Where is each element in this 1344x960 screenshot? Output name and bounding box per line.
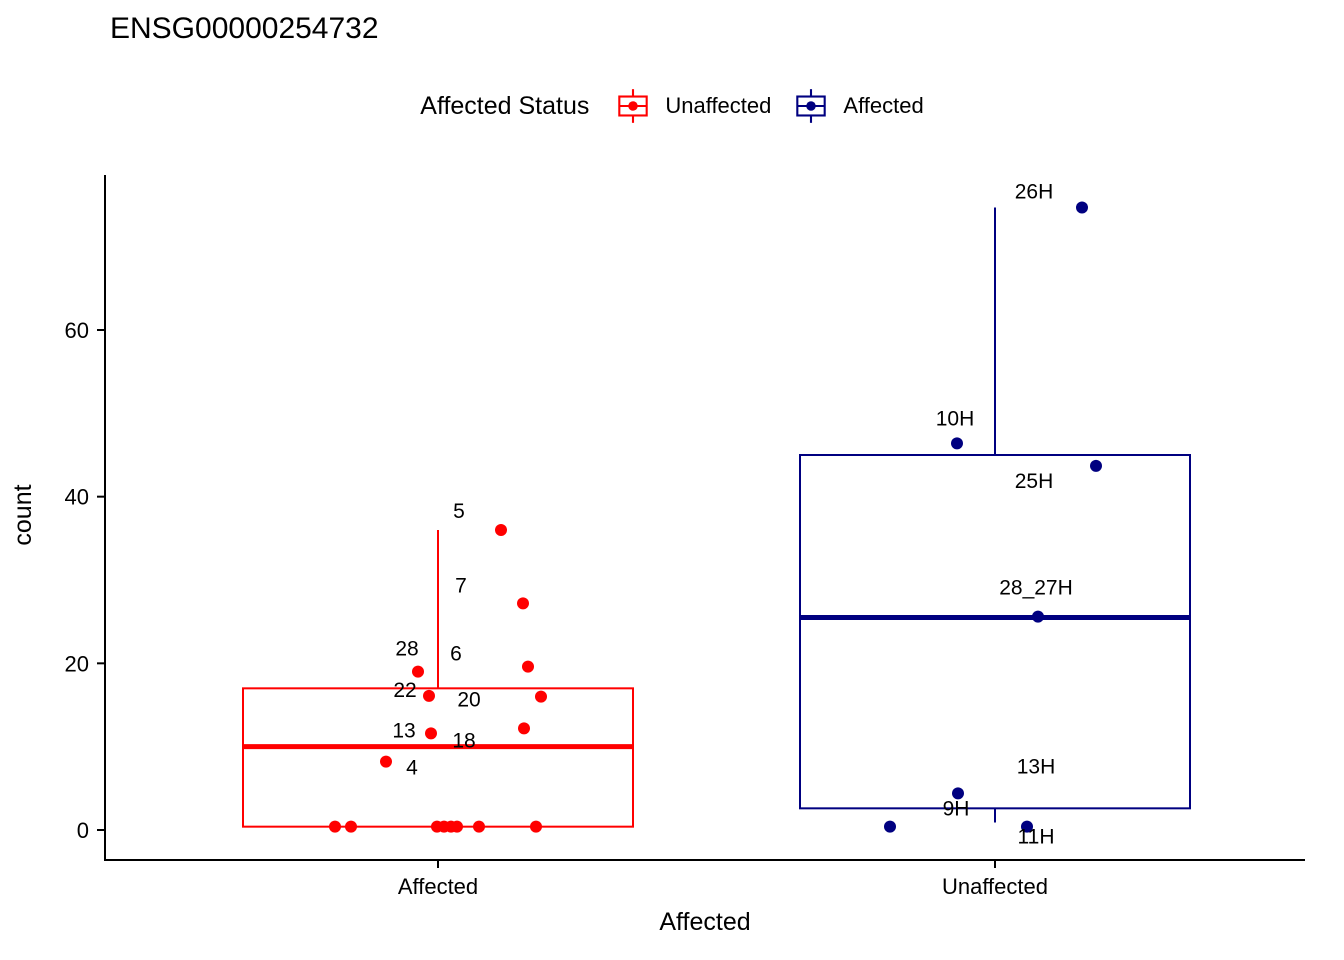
boxplot-key-unaffected-icon xyxy=(618,89,649,123)
x-tick-label: Affected xyxy=(398,874,478,899)
x-tick-label: Unaffected xyxy=(942,874,1048,899)
box xyxy=(242,687,634,828)
point-label: 22 xyxy=(393,679,416,702)
data-point xyxy=(535,690,547,703)
legend-item-affected: Affected xyxy=(791,86,924,126)
data-point xyxy=(425,727,437,740)
point-label: 26H xyxy=(1015,181,1054,204)
data-point xyxy=(530,820,542,833)
y-tick-label: 60 xyxy=(65,318,89,343)
data-point xyxy=(517,597,529,610)
data-point xyxy=(412,665,424,678)
data-point xyxy=(522,660,534,673)
data-point xyxy=(345,820,357,833)
point-label: 10H xyxy=(936,407,975,430)
data-point xyxy=(451,820,463,833)
legend-item-unaffected: Unaffected xyxy=(613,86,771,126)
point-label: 11H xyxy=(1018,826,1055,849)
point-label: 18 xyxy=(452,729,475,752)
data-point xyxy=(1090,459,1102,472)
point-label: 13H xyxy=(1017,755,1056,778)
point-label: 25H xyxy=(1015,470,1054,493)
point-label: 5 xyxy=(453,500,465,523)
y-tick-label: 0 xyxy=(77,818,89,843)
data-point xyxy=(473,820,485,833)
y-tick-label: 40 xyxy=(65,485,89,510)
point-label: 28_27H xyxy=(999,577,1073,600)
legend-item-label: Unaffected xyxy=(665,93,772,118)
y-tick-label: 20 xyxy=(65,651,89,676)
data-point xyxy=(884,820,896,833)
point-label: 9H xyxy=(943,798,970,821)
point-label: 28 xyxy=(395,638,418,661)
box xyxy=(799,454,1191,810)
data-point xyxy=(1021,820,1033,833)
data-point xyxy=(1032,610,1044,623)
x-axis-title: Affected xyxy=(659,908,751,936)
point-label: 20 xyxy=(457,689,480,712)
legend: Affected Status Unaffected Affected xyxy=(0,86,1344,126)
boxplot-key-affected-icon xyxy=(796,89,827,123)
data-point xyxy=(495,524,507,536)
point-label: 6 xyxy=(450,643,462,666)
data-point xyxy=(518,722,530,735)
data-point xyxy=(329,820,341,833)
legend-title: Affected Status xyxy=(420,91,590,120)
data-point xyxy=(380,755,392,768)
data-point xyxy=(423,689,435,702)
legend-item-label: Affected xyxy=(843,93,924,118)
point-label: 7 xyxy=(455,574,467,597)
point-label: 13 xyxy=(392,719,415,742)
data-point xyxy=(1076,201,1088,214)
point-label: 4 xyxy=(406,757,418,780)
data-point xyxy=(951,437,963,450)
y-axis-title: count xyxy=(9,484,37,546)
chart-title: ENSG00000254732 xyxy=(110,12,379,45)
data-point xyxy=(952,787,964,800)
